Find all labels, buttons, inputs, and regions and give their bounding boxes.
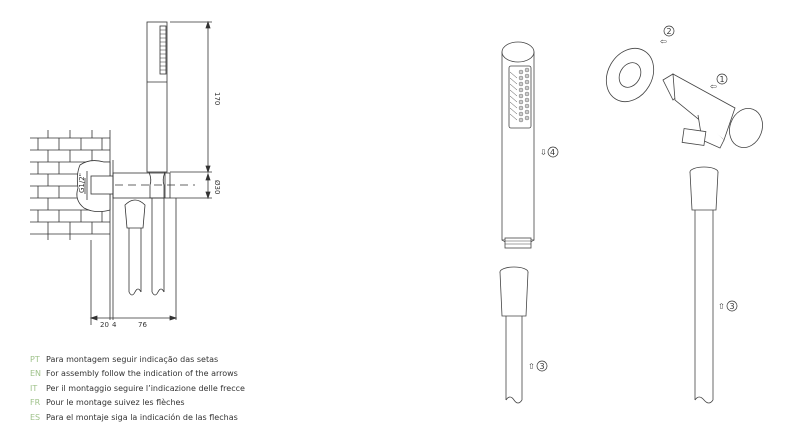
technical-drawing-svg: 170 Ø30 G1/2" 20 4 76 [30,20,221,329]
dim-projection: 76 [138,321,147,329]
handshower-body [146,21,168,173]
valve-part [662,73,763,149]
arrow-left-icon: ⇦ [660,37,667,46]
hose-part-left [499,266,529,404]
dim-diameter: Ø30 [213,180,221,194]
instruction-it: IT Per il montaggio seguire l’indicazion… [30,381,330,396]
language-code: PT [30,354,40,364]
arrow-up-icon: ⇧ [718,302,725,311]
instruction-text: Pour le montage suivez les flèches [46,398,185,408]
callout-4: ⇩ 4 [540,146,559,158]
hose-part-right [689,166,719,404]
language-code: IT [30,383,38,393]
wall-flange-part [605,47,655,103]
wall-bracket [112,172,171,199]
dim-gap: 4 [112,321,117,329]
instruction-text: Para el montaje siga la indicación de la… [46,412,238,422]
dim-wall-offset: 20 [100,321,109,329]
instruction-text: Per il montaggio seguire l’indicazione d… [46,383,245,393]
instruction-fr: FR Pour le montage suivez les flèches [30,396,330,411]
arrow-left-icon: ⇦ [710,82,717,91]
callout-label-4: 4 [550,148,555,157]
assembly-drawing: ⇩ 4 ⇧ 3 ⇧ 3 2 ⇦ 1 ⇦ [470,0,800,432]
dim-length: 170 [213,92,221,105]
language-code: EN [30,369,42,379]
instruction-pt: PT Para montagem seguir indicação das se… [30,352,330,367]
callout-label-1: 1 [720,75,725,84]
instructions-legend: PT Para montagem seguir indicação das se… [30,352,330,425]
arrow-down-icon: ⇩ [540,148,547,157]
instruction-en: EN For assembly follow the indication of… [30,367,330,382]
assembly-drawing-svg: ⇩ 4 ⇧ 3 ⇧ 3 2 ⇦ 1 ⇦ [499,25,763,404]
callout-3b: ⇧ 3 [718,300,738,312]
language-code: ES [30,412,41,422]
instruction-es: ES Para el montaje siga la indicación de… [30,410,330,425]
brick-wall [30,130,114,320]
callout-label-3: 3 [540,362,545,371]
instruction-text: For assembly follow the indication of th… [46,369,238,379]
callout-2: 2 ⇦ [660,25,675,46]
callout-label-2: 2 [667,27,672,36]
callout-label-3: 3 [730,302,735,311]
handshower-part [501,41,535,249]
callout-1: 1 ⇦ [710,73,728,91]
language-code: FR [30,398,41,408]
arrow-up-icon: ⇧ [528,362,535,371]
technical-drawing: 170 Ø30 G1/2" 20 4 76 [0,0,260,340]
instruction-text: Para montagem seguir indicação das setas [46,354,219,364]
hose-connector [124,199,146,229]
dim-thread: G1/2" [78,173,86,193]
dimension-lines [84,20,212,325]
callout-3a: ⇧ 3 [528,360,548,372]
